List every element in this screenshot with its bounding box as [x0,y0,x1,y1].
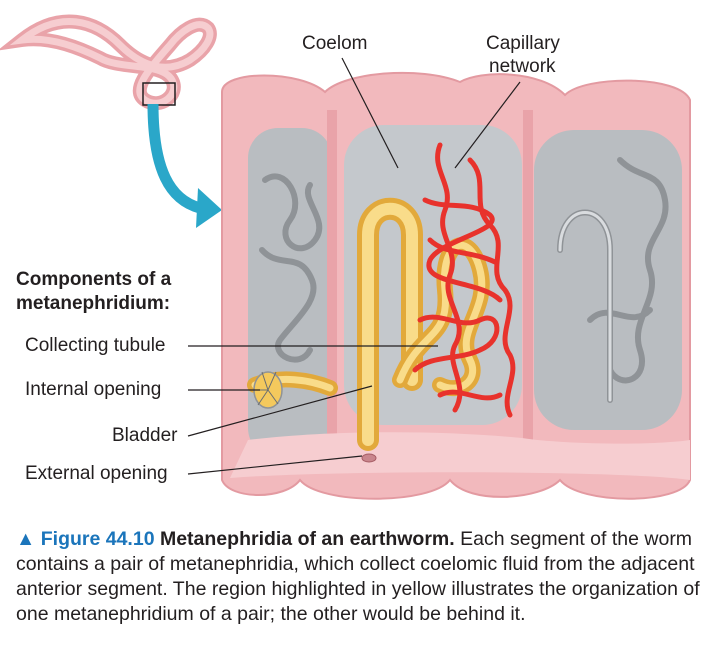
label-capillary-line2: network [489,56,556,77]
capillary-network [412,142,516,418]
label-external-opening: External opening [25,463,168,484]
leader-capillary [454,81,521,169]
label-collecting-tubule: Collecting tubule [25,335,166,356]
label-internal-opening: Internal opening [25,379,162,400]
external-opening-pore [361,453,377,463]
components-heading: Components of a metanephridium: [16,268,171,316]
caption-title: Metanephridia of an earthworm. [159,528,455,550]
leader-external-opening [187,455,363,475]
worm-body-section [221,71,691,500]
leader-lines [187,57,521,475]
worm-thumbnail [0,14,217,111]
leader-coelom [341,57,399,169]
neighbor-metanephridia-light [558,211,612,402]
components-heading-line1: Components of a [16,269,172,290]
caption-figure-number: Figure 44.10 [40,528,155,550]
figure-caption: ▲ Figure 44.10 Metanephridia of an earth… [16,527,710,627]
components-heading-line2: metanephridium: [16,293,171,314]
caption-marker: ▲ [16,528,36,550]
leader-bladder [187,385,373,437]
label-bladder: Bladder [112,425,178,446]
zoom-arrow [147,103,222,228]
caption-body: Each segment of the worm contains a pair… [16,528,700,625]
earthworm-metanephridia-diagram [0,14,691,500]
highlight-box [142,82,176,106]
label-coelom: Coelom [302,33,368,54]
label-capillary-line1: Capillary [486,33,560,54]
